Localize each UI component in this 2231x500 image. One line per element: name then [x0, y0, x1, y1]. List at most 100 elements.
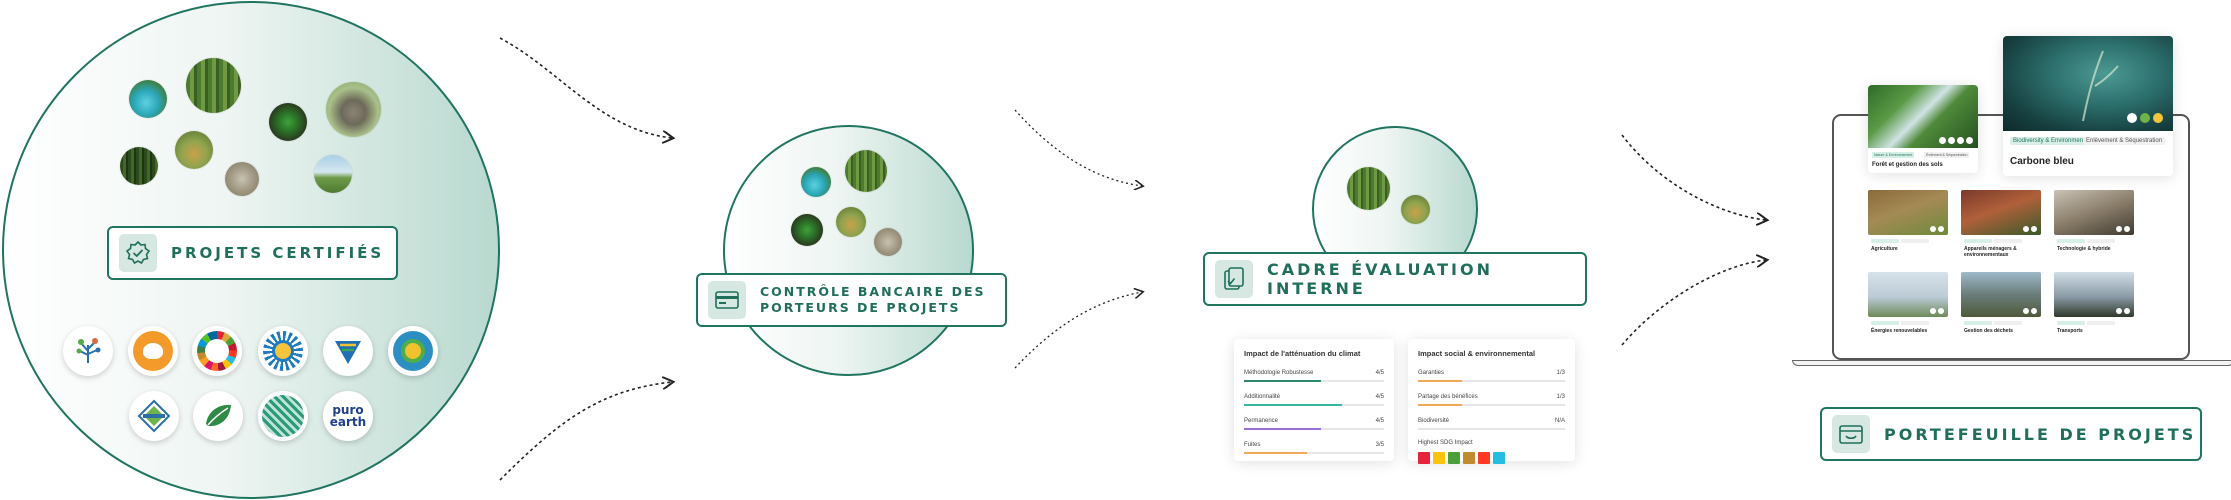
climate-metric-label: Additionnalité — [1244, 394, 1281, 400]
social-metric-value: N/A — [1554, 418, 1565, 424]
certifier-blue-sun-logo — [258, 326, 308, 376]
stage2-photo-lake — [801, 167, 831, 197]
bank-control-title-2: PORTEURS DE PROJETS — [760, 300, 961, 315]
portfolio-card-title: Agriculture — [1871, 246, 1898, 252]
sdg-icon — [1463, 452, 1475, 464]
forest-title: Forêt et gestion des sols — [1872, 162, 1943, 168]
social-metric-label: Biodiversité — [1418, 418, 1450, 424]
arrow-1-bottom — [499, 382, 672, 481]
climate-metric-value: 4/5 — [1375, 370, 1384, 376]
portfolio-card-tags — [2057, 239, 2115, 243]
sdg-icon — [1448, 452, 1460, 464]
climate-metric-label: Méthodologie Robustesse — [1244, 370, 1314, 376]
portfolio-card-image — [1961, 272, 2041, 317]
portfolio-card-title: Appareils ménagers & environnementaux — [1964, 246, 2017, 258]
portfolio-card-image — [1868, 190, 1948, 235]
portfolio-card-tags — [2057, 321, 2115, 325]
internal-evaluation-label: CADRE ÉVALUATION INTERNE — [1203, 252, 1587, 306]
portfolio-card-tags — [1871, 321, 1929, 325]
climate-metric-value: 3/5 — [1375, 442, 1384, 448]
portfolio-card[interactable]: Technologie & hybride — [2054, 190, 2134, 262]
climate-metric-row: Méthodologie Robustesse 4/5 — [1244, 370, 1384, 382]
social-impact-title: Impact social & environnemental — [1418, 349, 1536, 358]
social-impact-panel: Impact social & environnemental Garantie… — [1408, 339, 1575, 464]
climate-metric-bar — [1244, 404, 1384, 406]
sdg-icons — [1418, 451, 1565, 469]
stage3-photo-farm — [1401, 195, 1430, 224]
social-metric-label: Garanties — [1418, 370, 1445, 376]
project-photo-landscape — [314, 155, 352, 193]
social-metric-bar — [1418, 404, 1565, 406]
stage3-photo-bamboo — [1347, 167, 1390, 210]
portfolio-card-image — [1961, 190, 2041, 235]
portfolio-card-image — [2054, 272, 2134, 317]
portfolio-card[interactable]: Gestion des déchets — [1961, 272, 2041, 344]
project-photo-field — [225, 162, 259, 196]
social-metric-label: Partage des bénéfices — [1418, 394, 1478, 400]
certified-projects-title: PROJETS CERTIFIÉS — [171, 244, 385, 262]
climate-metric-label: Permanence — [1244, 418, 1279, 424]
portfolio-card[interactable]: Énergies renouvelables — [1868, 272, 1948, 344]
forest-card-image — [1868, 85, 1978, 148]
featured-card-forest[interactable]: Nature & Environnement Évitement & Séque… — [1868, 85, 1978, 173]
climate-impact-title: Impact de l'atténuation du climat — [1244, 349, 1361, 358]
certifier-tree-people-logo — [63, 326, 113, 376]
portfolio-card[interactable]: Agriculture — [1868, 190, 1948, 262]
social-metric-bar — [1418, 380, 1565, 382]
internal-evaluation-title: CADRE ÉVALUATION INTERNE — [1267, 260, 1493, 298]
certifier-leaf-logo — [193, 391, 243, 441]
social-metric-value: 1/3 — [1556, 370, 1565, 376]
laptop-base — [1792, 360, 2231, 366]
social-metric-row: Biodiversité N/A — [1418, 418, 1565, 430]
portfolio-card[interactable]: Transports — [2054, 272, 2134, 344]
portfolio-card-tags — [1964, 321, 2022, 325]
portfolio-title: PORTEFEUILLE DE PROJETS — [1884, 424, 2197, 444]
sdg-icon — [1493, 452, 1505, 464]
portfolio-card-title: Technologie & hybride — [2057, 246, 2111, 252]
sdg-icon — [1478, 452, 1490, 464]
social-metric-bar — [1418, 428, 1565, 430]
climate-metric-row: Additionnalité 4/5 — [1244, 394, 1384, 406]
certifier-diamond-logo — [129, 391, 179, 441]
blue-carbon-tag-1: Biodiversity & Environment — [2010, 137, 2088, 145]
portfolio-card[interactable]: Appareils ménagers & environnementaux — [1961, 190, 2041, 262]
climate-metric-label: Fuites — [1244, 442, 1261, 448]
climate-metric-value: 4/5 — [1375, 418, 1384, 424]
certifier-verra-v-logo — [323, 326, 373, 376]
project-photo-lake — [129, 80, 167, 118]
forest-tag-2: Évitement & Séquestration — [1924, 152, 1970, 158]
check-badge-icon — [119, 234, 157, 272]
stage2-photo-bird — [791, 214, 823, 246]
arrow-2-top — [1014, 109, 1142, 186]
social-metric-row: Garanties 1/3 — [1418, 370, 1565, 382]
stage2-photo-field — [874, 228, 902, 256]
project-photo-bamboo — [186, 58, 241, 113]
social-metric-value: 1/3 — [1556, 394, 1565, 400]
project-photo-elephant — [326, 82, 381, 137]
blue-carbon-tag-2: Enlèvement & Séquestration — [2083, 137, 2166, 145]
featured-card-blue-carbon[interactable]: Biodiversity & Environment Enlèvement & … — [2003, 36, 2173, 176]
certifier-orange-drop-logo — [128, 326, 178, 376]
climate-impact-panel: Impact de l'atténuation du climat Méthod… — [1234, 339, 1394, 461]
climate-metric-bar — [1244, 452, 1384, 454]
certifier-hands-earth-logo — [388, 326, 438, 376]
certifier-globe-pattern-logo — [258, 391, 308, 441]
portfolio-card-title: Gestion des déchets — [1964, 328, 2013, 334]
portfolio-card-tags — [1871, 239, 1929, 243]
wallet-icon — [1832, 415, 1870, 453]
certified-projects-label: PROJETS CERTIFIÉS — [107, 226, 398, 280]
climate-metric-value: 4/5 — [1375, 394, 1384, 400]
forest-tag-1: Nature & Environnement — [1872, 152, 1915, 158]
portfolio-card-image — [1868, 272, 1948, 317]
portfolio-card-title: Transports — [2057, 328, 2083, 334]
project-photo-forest — [120, 147, 158, 185]
arrow-2-bottom — [1014, 292, 1142, 369]
bank-control-title-1: CONTRÔLE BANCAIRE DES — [760, 284, 986, 299]
climate-metric-bar — [1244, 380, 1384, 382]
climate-metric-row: Fuites 3/5 — [1244, 442, 1384, 454]
certifier-sdg-wheel-logo — [192, 326, 242, 376]
project-photo-farm — [175, 131, 213, 169]
bank-card-icon — [708, 281, 746, 319]
blue-carbon-image — [2003, 36, 2173, 131]
